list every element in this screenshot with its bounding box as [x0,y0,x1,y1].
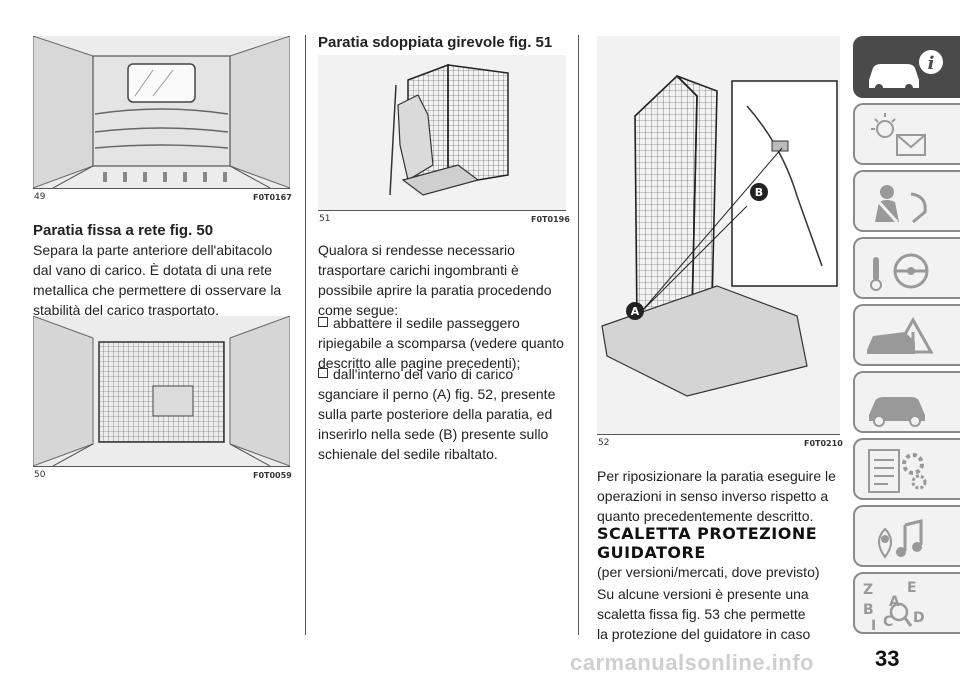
column-divider-1 [305,35,306,635]
multimedia-icon [878,519,923,559]
section-heading-fixed-partition: Paratia fissa a rete fig. 50 [33,222,214,239]
index-letter: Z [863,582,873,598]
paragraph-line: trasportare carichi ingombranti è [318,262,519,278]
tab-technical-data[interactable] [853,438,960,500]
paragraph-line: possibile aprire la paratia procedendo [318,282,552,298]
paragraph-line: quanto precedentemente descritto. [597,508,814,524]
breakdown-icon [867,316,934,354]
tab-lights-warning[interactable] [853,103,960,165]
figure-code: F0T0196 [531,215,570,224]
partition-pin-illustration: B A [597,36,840,434]
callout-b-label: B [755,186,763,199]
lights-warning-icon [871,113,926,156]
bullet-item: abbattere il sedile passeggero [318,313,520,333]
bullet-box-icon [318,368,328,378]
paragraph-line: Separa la parte anteriore dell'abitacolo [33,242,273,258]
figure-number: 51 [319,214,331,224]
swivel-partition-illustration [318,55,566,210]
figure-52: B A [597,36,840,435]
car-info-icon: i [869,50,943,92]
page-number: 33 [875,646,900,671]
figure-number: 50 [34,470,46,480]
paragraph-line: scaletta fissa fig. 53 che permette [597,606,806,622]
tab-safety[interactable] [853,170,960,232]
paragraph-line: come segue: [318,302,399,318]
paragraph-line: sulla parte posteriore della paratia, ed [318,406,553,422]
paragraph-line: metallica che permettere di osservare la [33,282,282,298]
cargo-partition-window-illustration [33,36,290,188]
market-note: (per versioni/mercati, dove previsto) [597,564,820,580]
paragraph-line: ripiegabile a scomparsa (vedere quanto [318,335,564,351]
index-letter: A [889,594,900,610]
alphabetical-index-icon: Z E A B C D I [863,580,925,634]
index-letter: C [883,614,893,630]
paragraph-line: inserirlo nella sede (B) presente sullo [318,426,549,442]
svg-text:i: i [928,53,935,74]
section-heading-driver-ladder: GUIDATORE [597,543,706,562]
seatbelt-airbag-icon [875,185,927,224]
car-service-icon [869,397,925,427]
paragraph-line: schienale del sedile ribaltato. [318,446,498,462]
figure-49 [33,36,290,189]
footer-watermark: carmanualsonline.info [570,650,814,675]
bullet-box-icon [318,317,328,327]
paragraph-line: Qualora si rendesse necessario [318,242,515,258]
mesh-partition-illustration [33,316,290,466]
tab-car-info[interactable]: i [853,36,960,98]
paragraph-line: la protezione del guidatore in caso [597,626,811,642]
paragraph-line: descritto alle pagine precedenti); [318,355,521,371]
column-divider-2 [578,35,579,635]
paragraph-line: Su alcune versioni è presente una [597,586,809,602]
tab-multimedia[interactable] [853,505,960,567]
tab-index[interactable]: Z E A B C D I [853,572,960,634]
section-heading-driver-ladder: SCALETTA PROTEZIONE [597,524,818,543]
callout-a-label: A [631,305,640,318]
figure-50 [33,316,290,467]
tab-emergency[interactable] [853,304,960,366]
figure-number: 52 [598,438,610,448]
paragraph-line: sganciare il perno (A) fig. 52, presente [318,386,556,402]
index-letter: B [863,602,874,618]
figure-code: F0T0167 [253,193,292,202]
bullet-item: dall'interno del vano di carico [318,364,513,384]
paragraph-line: dal vano di carico. È dotata di una rete [33,262,272,278]
tab-maintenance[interactable] [853,371,960,433]
index-letter: E [907,580,917,596]
tab-starting-driving[interactable] [853,237,960,299]
figure-code: F0T0210 [804,439,843,448]
index-letter: I [871,618,876,634]
section-heading-swivel-partition: Paratia sdoppiata girevole fig. 51 [318,34,553,51]
figure-code: F0T0059 [253,471,292,480]
technical-data-icon [868,449,927,493]
paragraph-line: stabilità del carico trasportato. [33,302,219,318]
figure-number: 49 [34,192,46,202]
paragraph-line: Per riposizionare la paratia eseguire le [597,468,836,484]
figure-51 [318,55,566,211]
index-letter: D [913,610,925,626]
key-steering-icon [870,253,929,291]
paragraph-line: operazioni in senso inverso rispetto a [597,488,829,504]
